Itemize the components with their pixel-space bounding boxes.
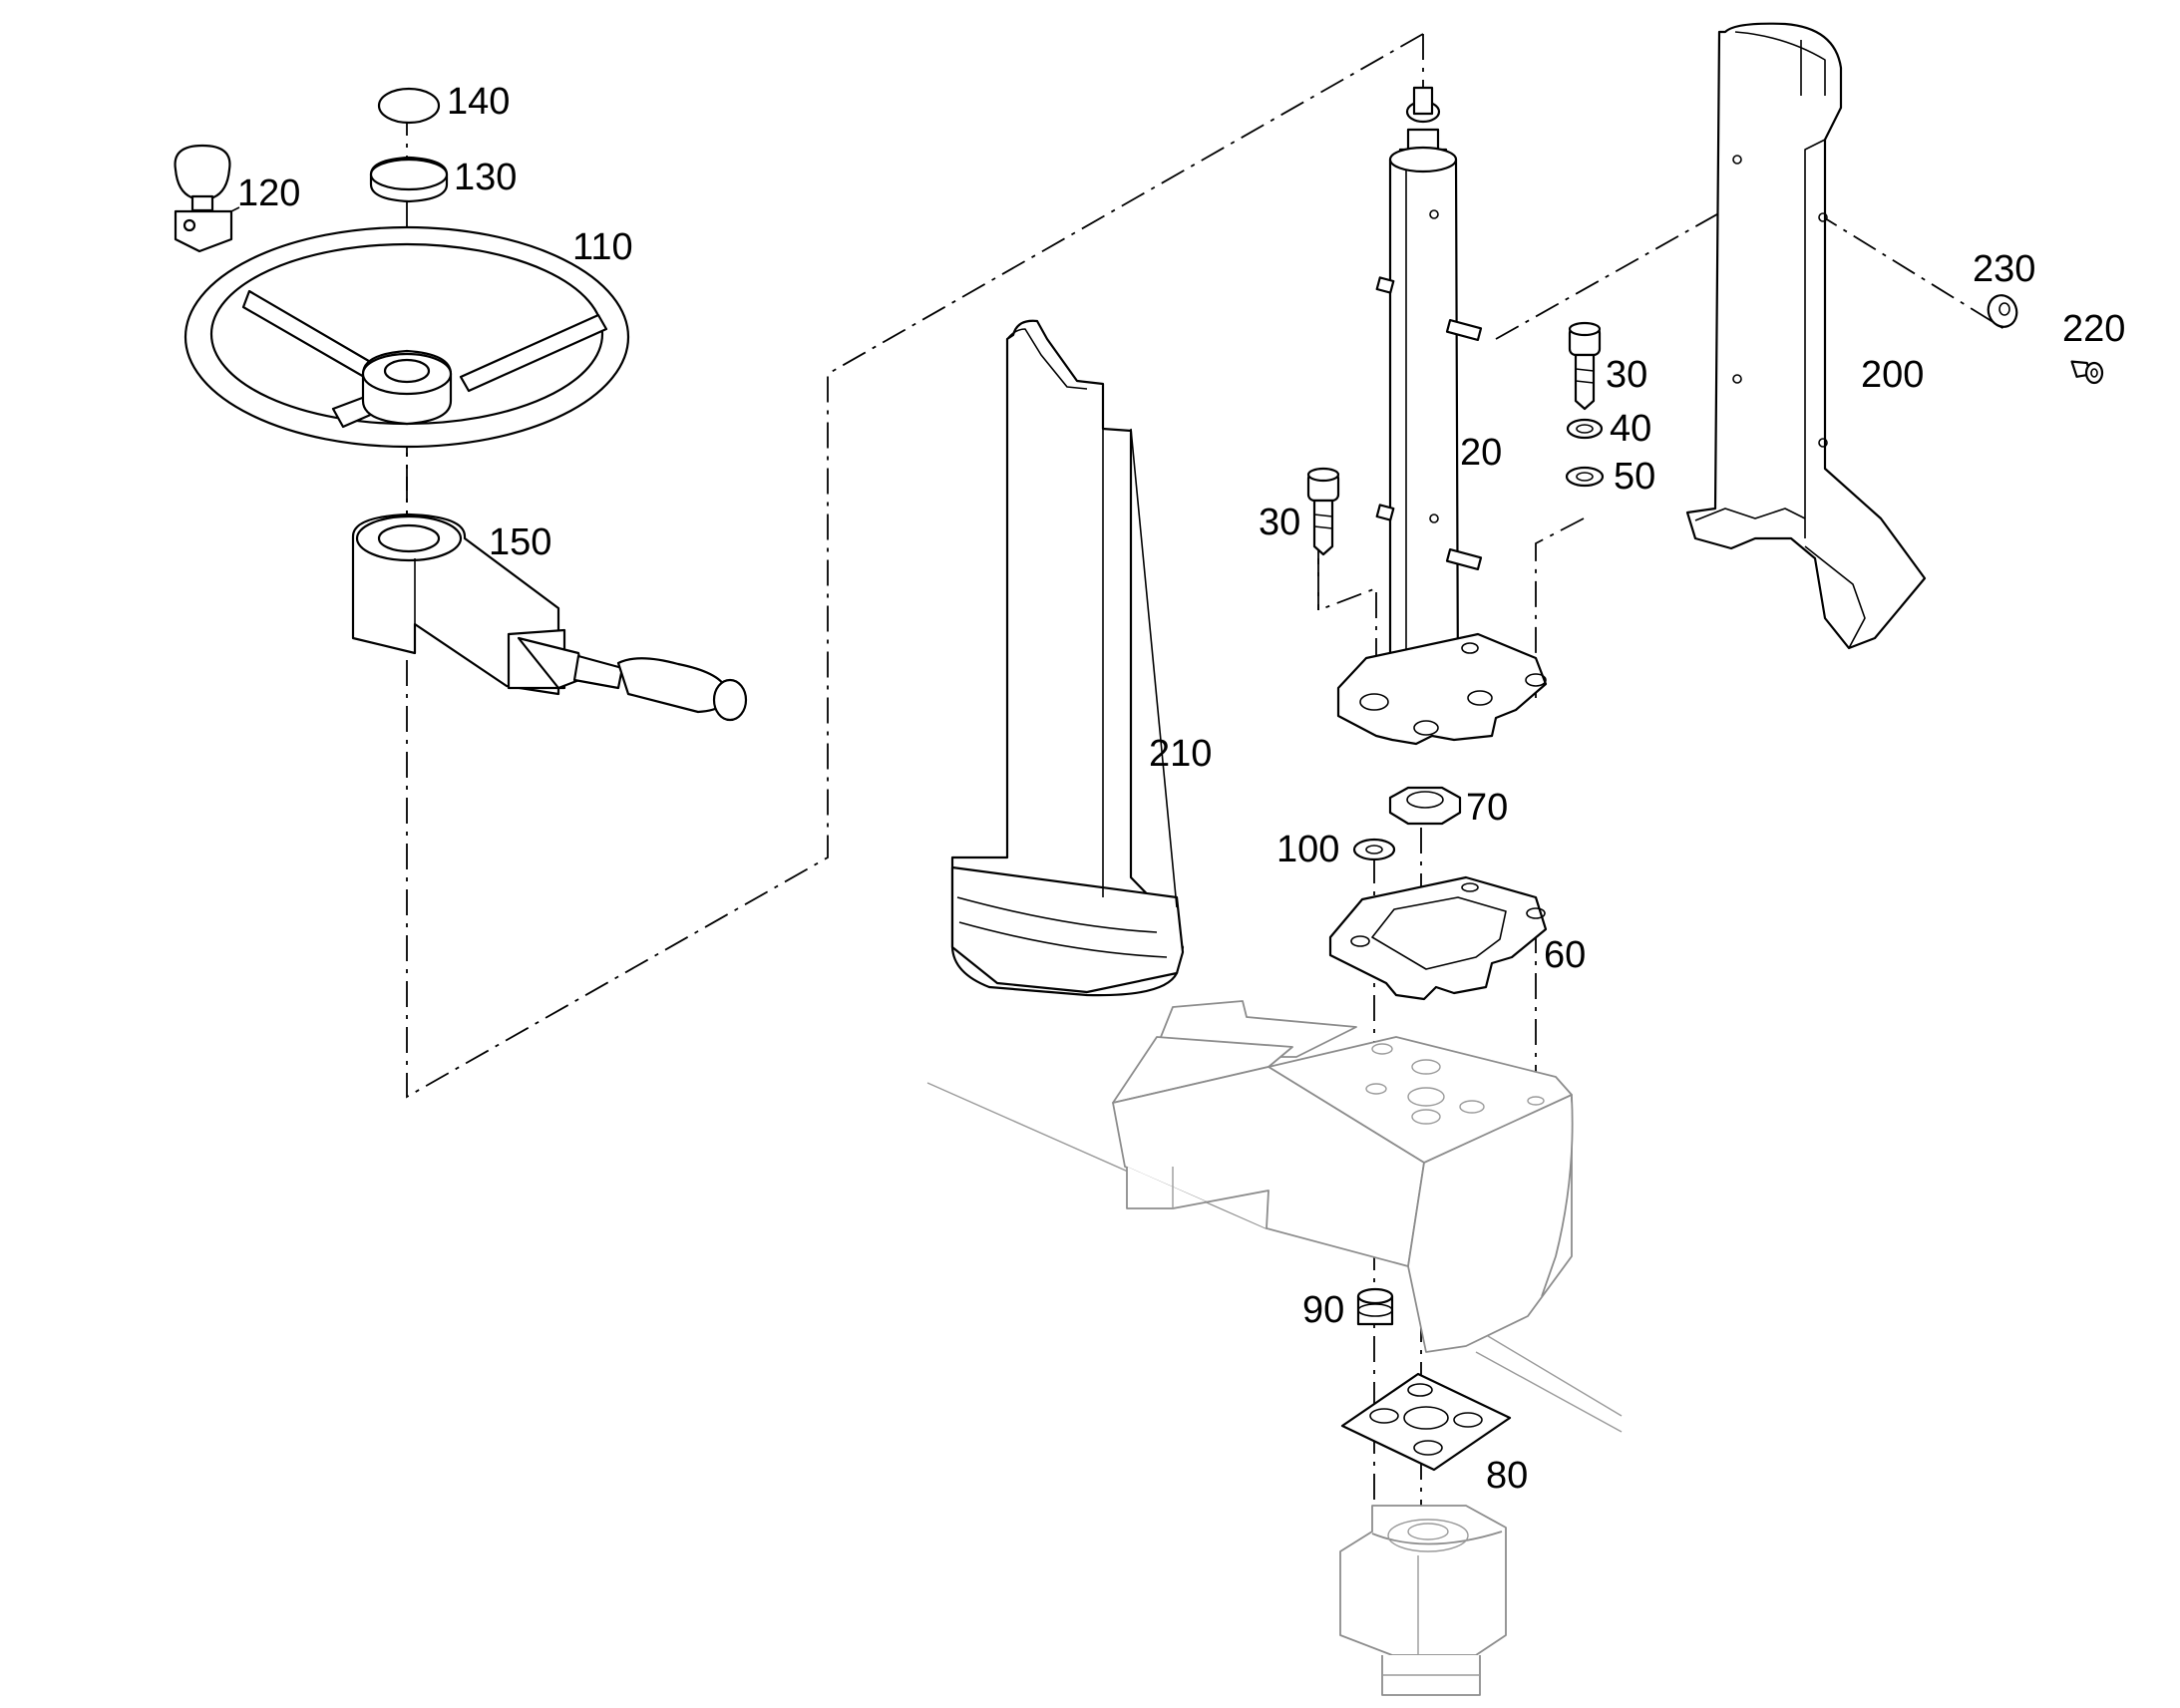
part-70-nut (1388, 786, 1462, 826)
part-40-lock-washer (1566, 418, 1604, 440)
part-200-column-cover-rear (1685, 22, 1927, 650)
vehicle-frame-mount (926, 1000, 1623, 1433)
part-230-washer (1987, 294, 2018, 328)
part-60-gasket-plate (1328, 875, 1548, 1001)
part-20-steering-column (1375, 86, 1483, 720)
part-120-knob (174, 144, 240, 253)
callout-210: 210 (1149, 733, 1212, 775)
callout-70: 70 (1466, 787, 1508, 829)
callout-220: 220 (2062, 308, 2125, 350)
part-80-square-gasket (1340, 1372, 1512, 1472)
part-20-column-flange (1336, 632, 1548, 746)
callout-150: 150 (489, 521, 551, 563)
part-140-cap (377, 87, 441, 125)
part-100-washer (1352, 838, 1396, 861)
part-130-cover (369, 156, 449, 203)
part-50-washer (1565, 466, 1605, 488)
callout-110: 110 (572, 226, 633, 268)
callout-90: 90 (1302, 1289, 1344, 1331)
steering-unit (1339, 1505, 1507, 1696)
callout-120: 120 (237, 172, 300, 214)
part-110-steering-wheel (183, 225, 630, 449)
callout-100: 100 (1276, 829, 1339, 870)
callout-labels: 140 130 120 110 150 210 20 30 30 40 50 7… (237, 81, 2125, 1497)
part-30-screw-left (1306, 467, 1340, 556)
callout-200: 200 (1861, 354, 1924, 396)
callout-230: 230 (1973, 248, 2035, 290)
callout-80: 80 (1486, 1455, 1528, 1497)
callout-30-right: 30 (1606, 354, 1647, 396)
callout-30-left: 30 (1259, 502, 1300, 543)
callout-130: 130 (454, 157, 517, 198)
callout-140: 140 (447, 81, 510, 123)
part-90-grommet (1356, 1287, 1394, 1326)
callout-20: 20 (1460, 432, 1502, 474)
part-220-screw (2070, 360, 2104, 385)
part-210-column-cover-front (950, 319, 1185, 997)
part-30-screw-right (1568, 321, 1602, 411)
callout-40: 40 (1610, 408, 1651, 450)
part-150-turn-signal-switch (351, 512, 748, 722)
callout-60: 60 (1544, 934, 1586, 976)
callout-50: 50 (1614, 456, 1655, 498)
